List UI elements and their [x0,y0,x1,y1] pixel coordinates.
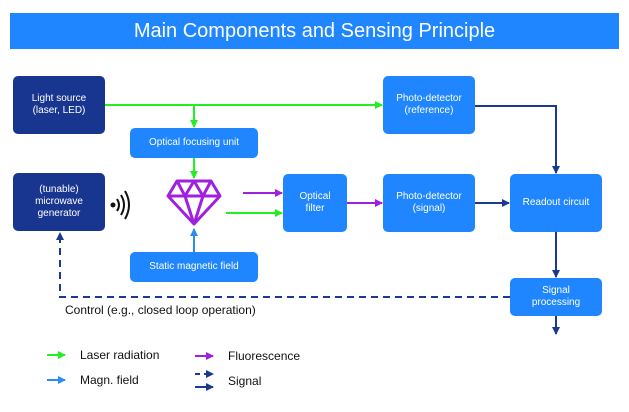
legend-fluorescence-label: Fluorescence [228,349,301,363]
diagram-title-bar: Main Components and Sensing Principle [10,13,619,49]
legend-laser-label: Laser radiation [80,348,160,362]
optical-filter-label: Optical filter [299,191,331,214]
readout-circuit-label: Readout circuit [522,197,590,208]
reference-to-readout-arrow [475,105,560,174]
control-loop-dashed-arrow [56,232,510,298]
control-loop-label: Control (e.g., closed loop operation) [65,303,256,317]
optical-focusing-unit-box: Optical focusing unit [130,128,258,158]
legend-signal-arrows-icon [195,370,214,391]
optical-focusing-unit-label: Optical focusing unit [148,137,240,148]
readout-circuit-box: Readout circuit [510,174,602,232]
signal-processing-label: Signal processing [531,285,581,308]
legend-magnetic-label: Magn. field [80,373,139,387]
static-magnetic-field-label: Static magnetic field [149,261,239,272]
photodetector-signal-box: Photo-detector (signal) [383,174,475,232]
diamond-sensor-icon [166,179,222,226]
microwave-generator-box: (tunable) microwave generator [13,173,105,231]
legend-signal-label: Signal [228,374,262,388]
photodetector-signal-label: Photo-detector (signal) [396,191,462,214]
light-source-box: Light source (laser, LED) [13,76,105,134]
light-source-label: Light source (laser, LED) [31,93,87,116]
static-magnetic-field-box: Static magnetic field [130,252,258,282]
microwave-waves-icon [110,190,130,220]
photodetector-reference-box: Photo-detector (reference) [383,76,475,134]
signal-processing-box: Signal processing [510,278,602,316]
optical-filter-box: Optical filter [283,174,347,232]
microwave-generator-label: (tunable) microwave generator [35,184,83,219]
diagram-title: Main Components and Sensing Principle [133,19,496,42]
photodetector-reference-label: Photo-detector (reference) [396,93,462,116]
